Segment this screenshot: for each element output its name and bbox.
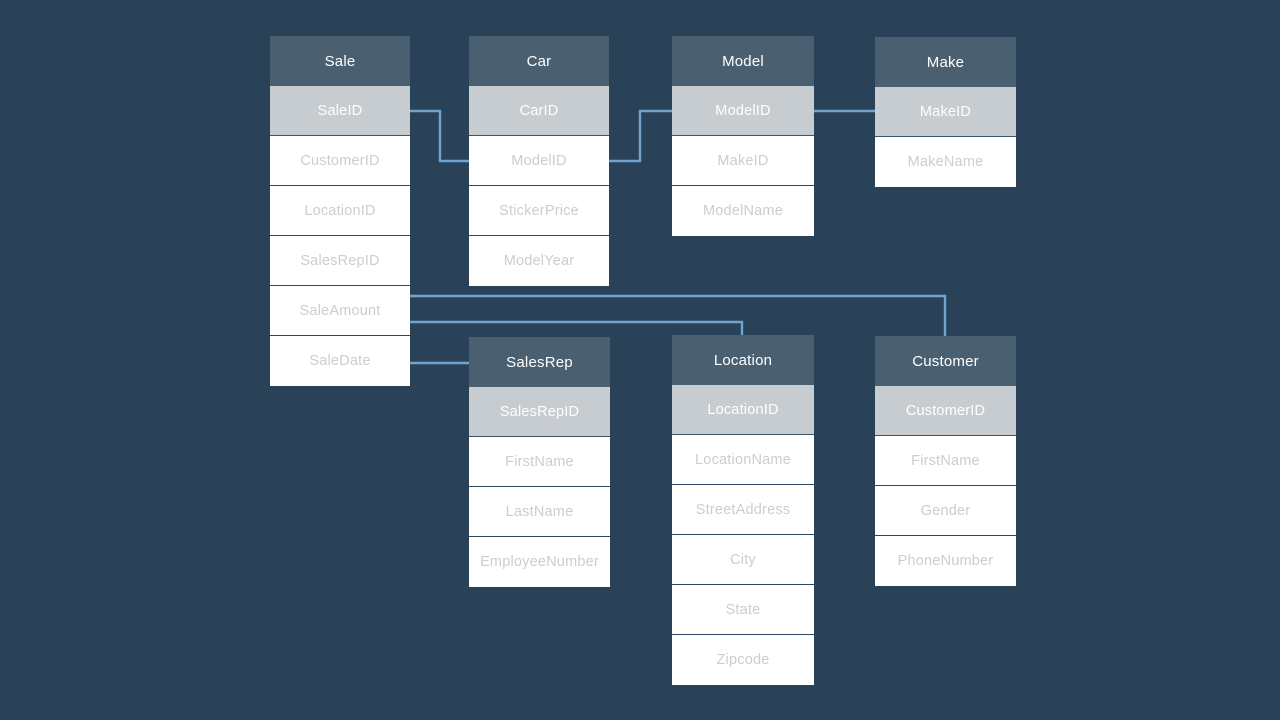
- field-row[interactable]: SalesRepID: [270, 236, 410, 286]
- primary-key-row[interactable]: SalesRepID: [469, 387, 610, 437]
- field-row[interactable]: ModelYear: [469, 236, 609, 286]
- primary-key-row[interactable]: ModelID: [672, 86, 814, 136]
- field-row[interactable]: StreetAddress: [672, 485, 814, 535]
- field-row[interactable]: LastName: [469, 487, 610, 537]
- field-row[interactable]: ModelID: [469, 136, 609, 186]
- relationship-sale-customer: [410, 294, 947, 336]
- field-row[interactable]: FirstName: [875, 436, 1016, 486]
- field-row[interactable]: ModelName: [672, 186, 814, 236]
- primary-key-row[interactable]: CarID: [469, 86, 609, 136]
- field-row[interactable]: LocationID: [270, 186, 410, 236]
- entity-title-make: Make: [875, 37, 1016, 87]
- field-row[interactable]: FirstName: [469, 437, 610, 487]
- field-row[interactable]: EmployeeNumber: [469, 537, 610, 587]
- field-row[interactable]: State: [672, 585, 814, 635]
- primary-key-row[interactable]: LocationID: [672, 385, 814, 435]
- entity-title-sale: Sale: [270, 36, 410, 86]
- field-row[interactable]: SaleAmount: [270, 286, 410, 336]
- field-row[interactable]: LocationName: [672, 435, 814, 485]
- relationship-sale-location: [410, 320, 744, 335]
- field-row[interactable]: MakeID: [672, 136, 814, 186]
- entity-title-salesrep: SalesRep: [469, 337, 610, 387]
- entity-title-location: Location: [672, 335, 814, 385]
- field-row[interactable]: MakeName: [875, 137, 1016, 187]
- entity-title-model: Model: [672, 36, 814, 86]
- field-row[interactable]: Zipcode: [672, 635, 814, 685]
- primary-key-row[interactable]: SaleID: [270, 86, 410, 136]
- primary-key-row[interactable]: MakeID: [875, 87, 1016, 137]
- relationship-car-model: [609, 109, 672, 163]
- field-row[interactable]: SaleDate: [270, 336, 410, 386]
- field-row[interactable]: StickerPrice: [469, 186, 609, 236]
- field-row[interactable]: CustomerID: [270, 136, 410, 186]
- entity-title-car: Car: [469, 36, 609, 86]
- field-row[interactable]: PhoneNumber: [875, 536, 1016, 586]
- entity-title-customer: Customer: [875, 336, 1016, 386]
- field-row[interactable]: City: [672, 535, 814, 585]
- relationship-sale-car: [410, 109, 469, 163]
- field-row[interactable]: Gender: [875, 486, 1016, 536]
- primary-key-row[interactable]: CustomerID: [875, 386, 1016, 436]
